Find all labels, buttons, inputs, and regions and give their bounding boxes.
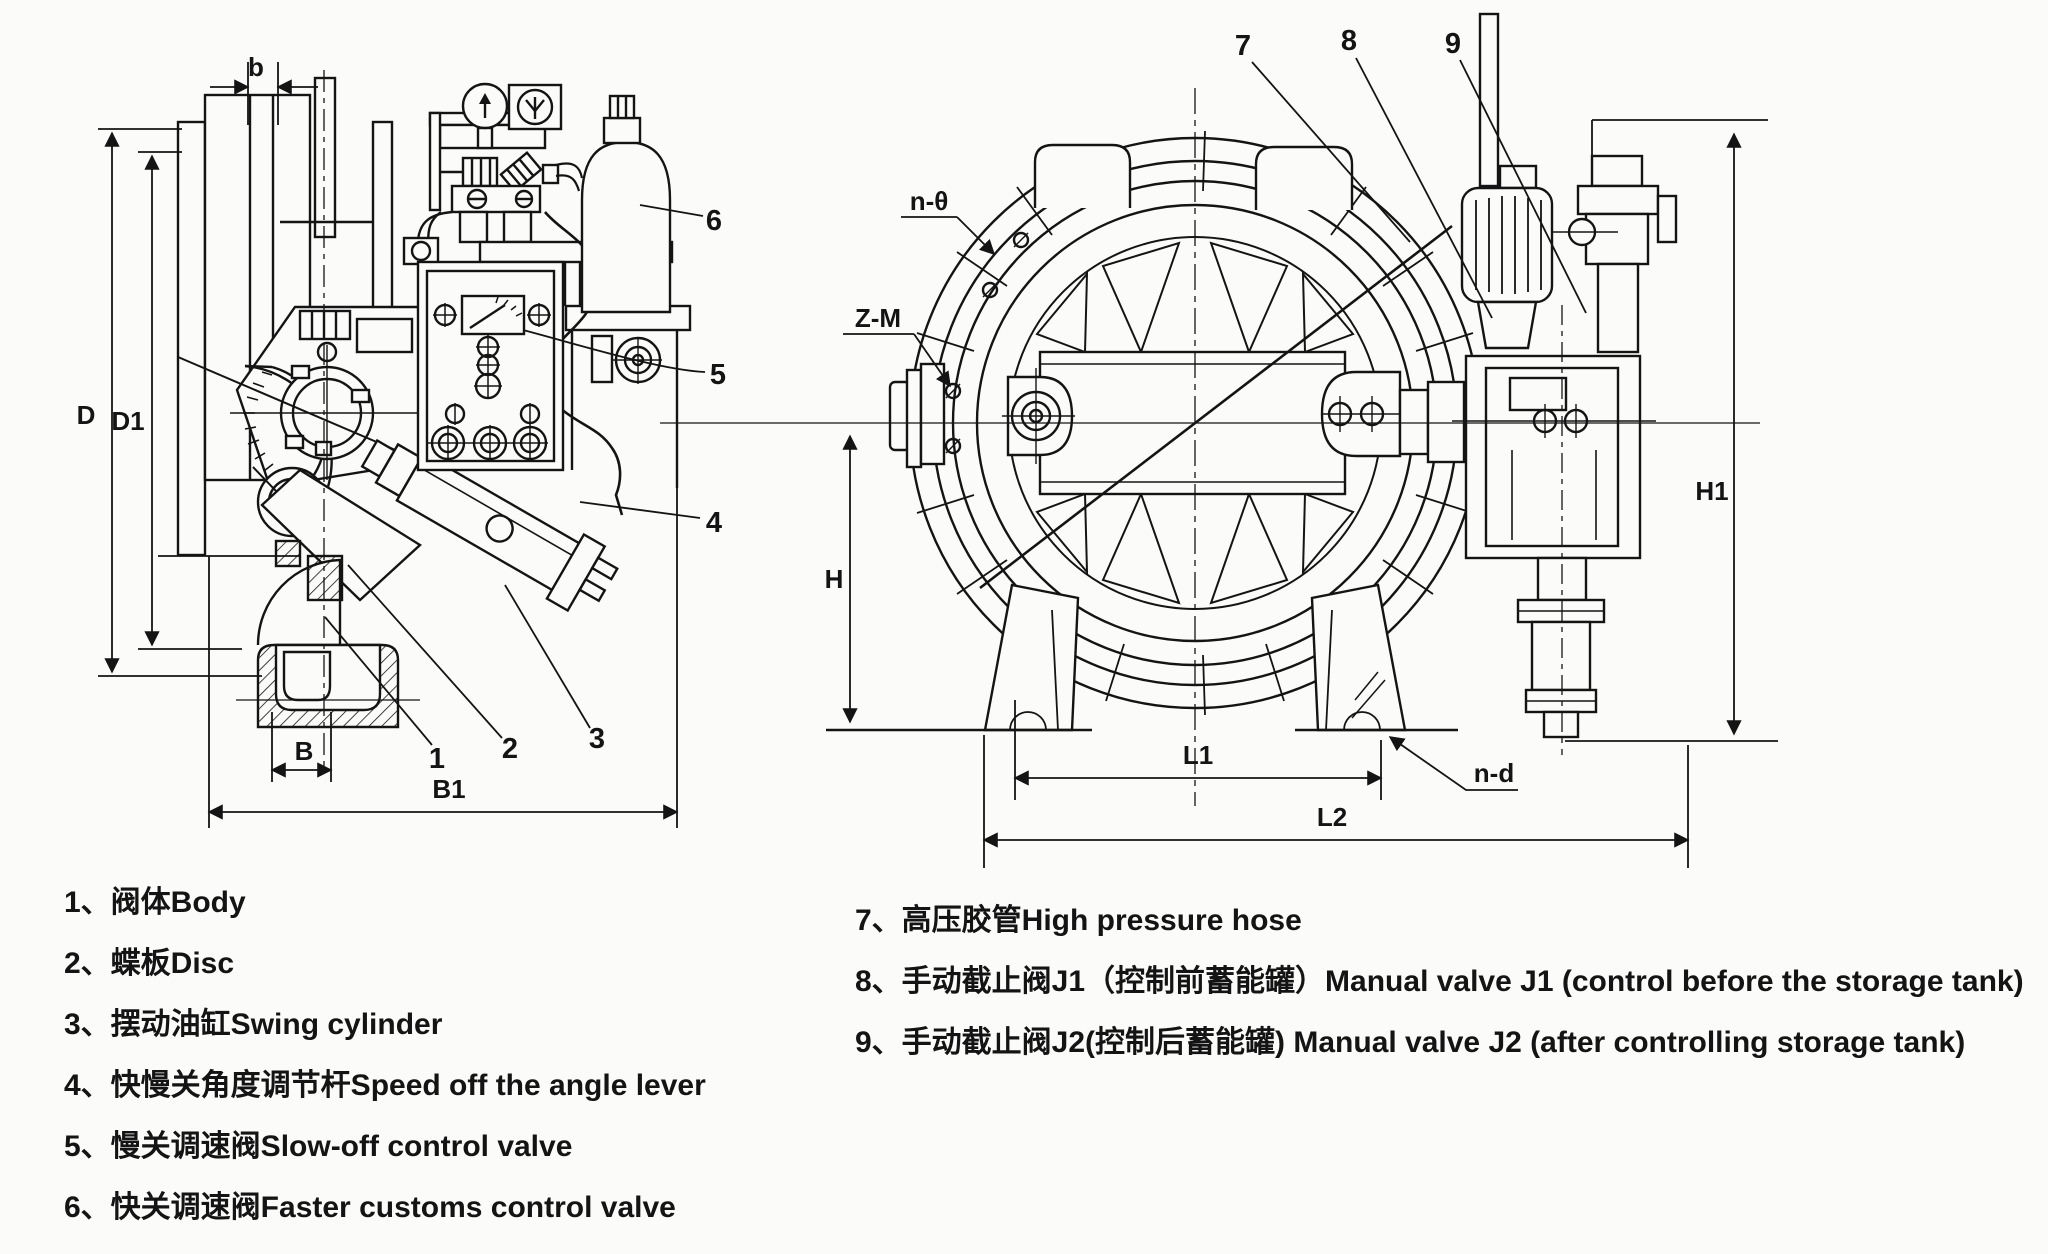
legend-item-2: 2、蝶板Disc xyxy=(64,947,235,980)
dim-label-B1: B1 xyxy=(432,774,465,804)
legend-item-4: 4、快慢关角度调节杆Speed off the angle lever xyxy=(64,1069,706,1102)
legend-item-8: 8、手动截止阀J1（控制前蓄能罐）Manual valve J1 (contro… xyxy=(855,965,2024,998)
callout-7: 7 xyxy=(1235,30,1251,62)
legend-item-1: 1、阀体Body xyxy=(64,886,246,919)
legend-item-5: 5、慢关调速阀Slow-off control valve xyxy=(64,1130,573,1163)
dim-label-L2: L2 xyxy=(1317,802,1347,832)
panel-valve-symbols xyxy=(428,303,551,461)
dim-label-b: b xyxy=(248,52,264,82)
legend-left-column: 1、阀体Body 2、蝶板Disc 3、摆动油缸Swing cylinder 4… xyxy=(64,872,706,1238)
disc-spokes xyxy=(1035,241,1355,605)
callout-9: 9 xyxy=(1445,28,1461,60)
callout-4: 4 xyxy=(706,507,722,539)
right-view-dimensions xyxy=(842,119,1778,868)
legend-item-6: 6、快关调速阀Faster customs control valve xyxy=(64,1191,676,1224)
dim-label-D: D xyxy=(77,400,96,430)
callout-8: 8 xyxy=(1341,25,1357,57)
dim-label-n-d: n-d xyxy=(1474,758,1514,788)
left-view-drawing xyxy=(98,62,706,828)
legend-item-3: 3、摆动油缸Swing cylinder xyxy=(64,1008,443,1041)
left-view-dimensions xyxy=(98,62,679,828)
dim-label-L1: L1 xyxy=(1183,740,1213,770)
technical-drawing: b D D1 B B1 1 2 3 4 5 6 xyxy=(77,12,1778,868)
swing-cylinder xyxy=(360,438,619,613)
callout-5: 5 xyxy=(710,359,726,391)
dim-label-H: H xyxy=(825,564,844,594)
legend-right-column: 7、高压胶管High pressure hose 8、手动截止阀J1（控制前蓄能… xyxy=(855,890,2024,1073)
left-view-labels: b D D1 B B1 1 2 3 4 5 6 xyxy=(77,52,726,804)
legend-item-9: 9、手动截止阀J2(控制后蓄能罐) Manual valve J2 (after… xyxy=(855,1026,1966,1059)
callout-2: 2 xyxy=(502,733,518,765)
dim-label-H1: H1 xyxy=(1695,476,1728,506)
left-view-leaders xyxy=(324,204,706,746)
right-view-labels: n-θ Z-M H H1 L1 L2 n-d 7 8 9 xyxy=(825,25,1729,832)
callout-6: 6 xyxy=(706,205,722,237)
callout-1: 1 xyxy=(429,743,445,775)
dim-label-n-theta: n-θ xyxy=(910,186,949,216)
right-view-leaders xyxy=(1251,57,1587,319)
dim-label-D1: D1 xyxy=(111,406,144,436)
callout-3: 3 xyxy=(589,723,605,755)
legend-item-7: 7、高压胶管High pressure hose xyxy=(855,904,1302,937)
dim-label-Z-M: Z-M xyxy=(855,303,901,333)
dim-label-B: B xyxy=(295,736,314,766)
right-view-drawing xyxy=(660,12,1778,868)
